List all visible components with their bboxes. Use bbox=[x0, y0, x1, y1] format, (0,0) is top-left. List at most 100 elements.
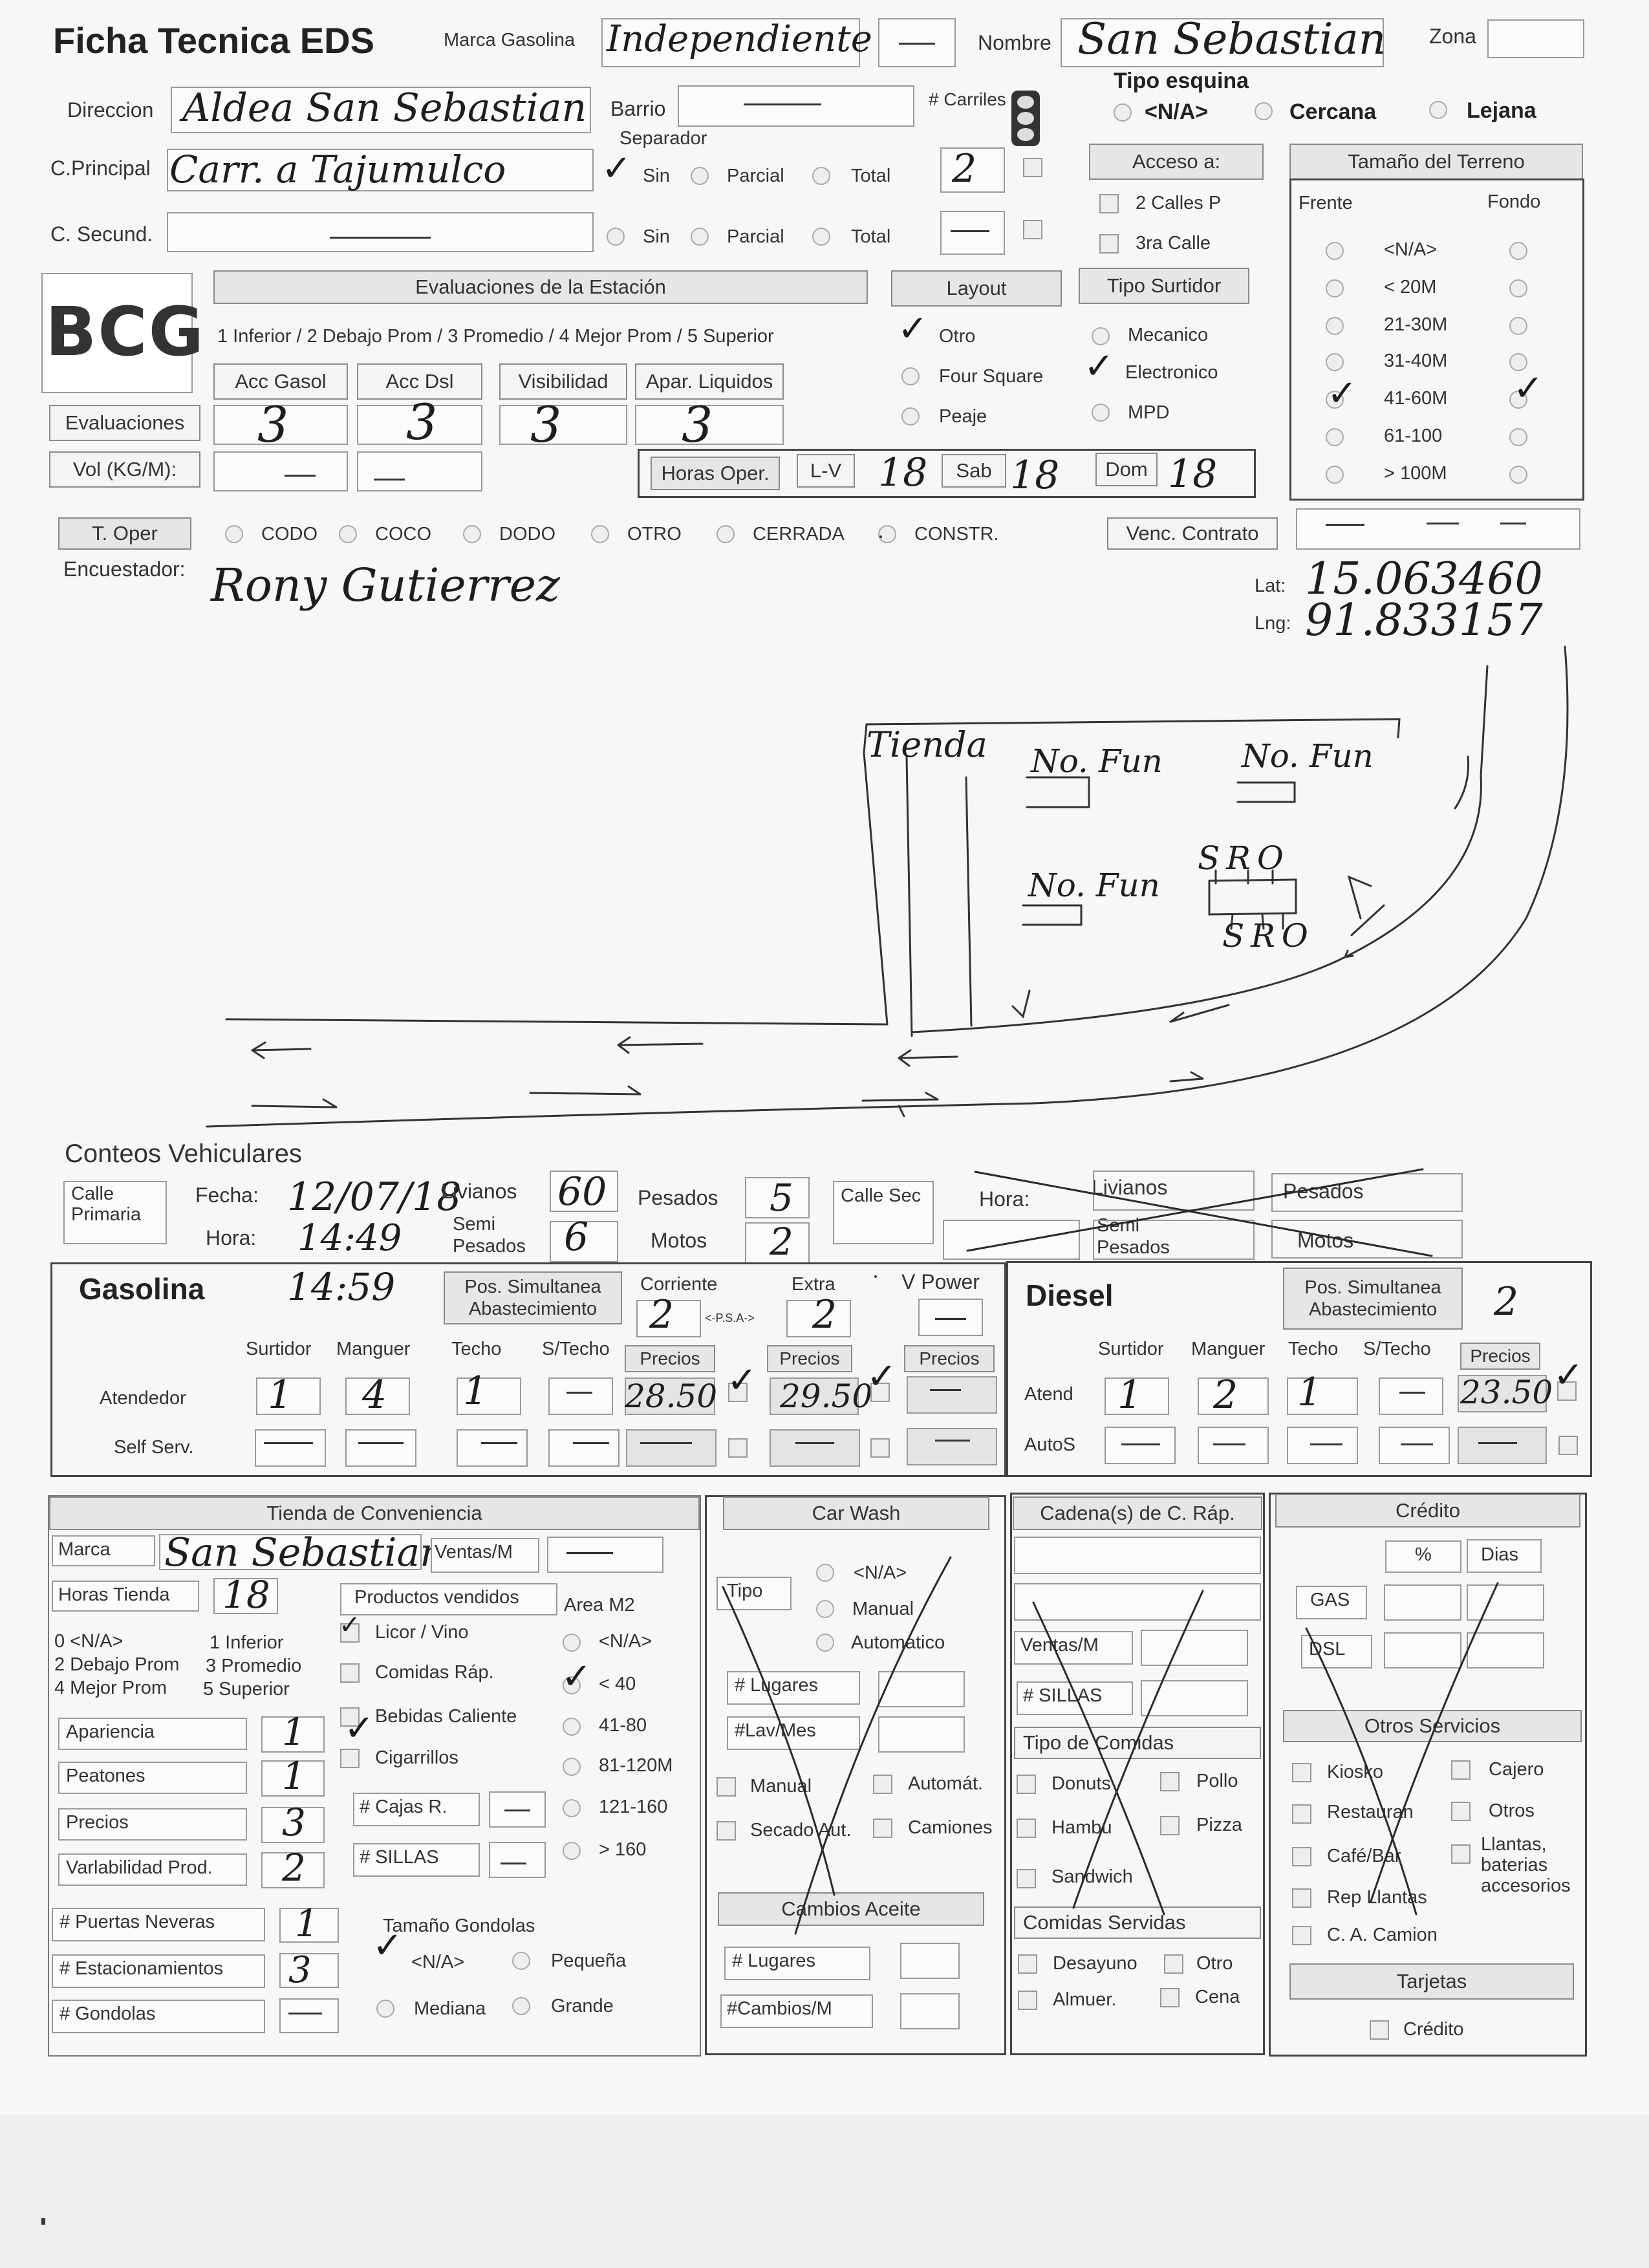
credito-dsl-pct-field[interactable] bbox=[1384, 1632, 1461, 1669]
gas-vpower-field[interactable] bbox=[918, 1299, 983, 1336]
tienda-marca-field[interactable] bbox=[159, 1534, 422, 1570]
producto-1-check[interactable] bbox=[340, 1663, 360, 1683]
gas-corriente-field[interactable] bbox=[636, 1300, 701, 1337]
principal-field[interactable] bbox=[167, 149, 594, 191]
barrio-field[interactable] bbox=[678, 85, 914, 127]
tamano-pequena-radio[interactable] bbox=[512, 1952, 530, 1970]
vol-field-1[interactable] bbox=[213, 451, 348, 491]
gas-at-techo-field[interactable] bbox=[457, 1377, 521, 1415]
sec-pesados-field[interactable] bbox=[1271, 1173, 1463, 1212]
tienda-horas-field[interactable] bbox=[213, 1578, 278, 1614]
sec-carriles-check[interactable] bbox=[1023, 220, 1042, 239]
terreno-frente-1-radio[interactable] bbox=[1326, 279, 1344, 297]
tamano-grande-radio[interactable] bbox=[512, 1997, 530, 2015]
area-5-radio[interactable] bbox=[563, 1842, 581, 1860]
carriles-field[interactable] bbox=[940, 147, 1005, 193]
toper-5-radio[interactable] bbox=[878, 525, 896, 543]
livianos-field[interactable] bbox=[550, 1171, 618, 1212]
toper-3-radio[interactable] bbox=[591, 525, 609, 543]
area-2-radio[interactable] bbox=[563, 1718, 581, 1736]
dsl-at-surtidor-field[interactable] bbox=[1105, 1377, 1169, 1415]
nombre-field[interactable] bbox=[1061, 18, 1384, 67]
terreno-fondo-1-radio[interactable] bbox=[1509, 279, 1527, 297]
sec-motos-field[interactable] bbox=[1271, 1220, 1463, 1258]
gas-extra-field[interactable] bbox=[786, 1300, 851, 1337]
tienda-row-2-field[interactable] bbox=[261, 1807, 325, 1843]
otros-restauran-check[interactable] bbox=[1292, 1804, 1311, 1824]
tienda-row-0-field[interactable] bbox=[261, 1716, 325, 1753]
esquina-na-radio[interactable] bbox=[1114, 103, 1132, 122]
area-4-radio[interactable] bbox=[563, 1799, 581, 1817]
otros-repllantas-check[interactable] bbox=[1292, 1888, 1311, 1908]
gas-precio-extra-field[interactable] bbox=[770, 1377, 859, 1415]
area-0-radio[interactable] bbox=[563, 1634, 581, 1652]
gas-at-stecho-field[interactable] bbox=[548, 1377, 613, 1415]
tienda-ventas-field[interactable] bbox=[547, 1537, 663, 1573]
gas-precio-corriente-field[interactable] bbox=[625, 1377, 715, 1415]
dsl-self-techo[interactable] bbox=[1287, 1427, 1358, 1464]
dsl-at-stecho-field[interactable] bbox=[1379, 1377, 1443, 1415]
cw-lugares-field[interactable] bbox=[878, 1671, 965, 1707]
terreno-fondo-5-radio[interactable] bbox=[1509, 428, 1527, 446]
sec-sin-radio[interactable] bbox=[607, 228, 625, 246]
otros-otros-check[interactable] bbox=[1451, 1802, 1471, 1821]
credito-dsl-dias-field[interactable] bbox=[1467, 1632, 1544, 1669]
otros-cajero-check[interactable] bbox=[1451, 1760, 1471, 1780]
esquina-cercana-radio[interactable] bbox=[1255, 102, 1273, 120]
gas-self-techo[interactable] bbox=[457, 1429, 528, 1467]
cadena-pizza-check[interactable] bbox=[1160, 1816, 1180, 1835]
dsl-self-stecho[interactable] bbox=[1379, 1427, 1450, 1464]
toper-4-radio[interactable] bbox=[717, 525, 735, 543]
cadena-desayuno-check[interactable] bbox=[1018, 1954, 1037, 1974]
gas-self-precio-2[interactable] bbox=[770, 1429, 860, 1467]
terreno-frente-2-radio[interactable] bbox=[1326, 317, 1344, 335]
semi-field[interactable] bbox=[550, 1221, 618, 1262]
terreno-fondo-3-radio[interactable] bbox=[1509, 353, 1527, 371]
area-1-radio[interactable] bbox=[563, 1676, 581, 1694]
esquina-lejana-radio[interactable] bbox=[1429, 101, 1447, 119]
eval-acc-gasol-field[interactable] bbox=[213, 405, 348, 445]
dsl-at-manguer-field[interactable] bbox=[1198, 1377, 1269, 1415]
cadena-pollo-check[interactable] bbox=[1160, 1772, 1180, 1791]
gas-precio-vpower-field[interactable] bbox=[907, 1376, 997, 1414]
otros-kiosko-check[interactable] bbox=[1292, 1763, 1311, 1782]
sec-carriles-field[interactable] bbox=[940, 211, 1005, 255]
tienda-row-1-field[interactable] bbox=[261, 1760, 325, 1797]
dsl-self-precio[interactable] bbox=[1458, 1427, 1547, 1464]
terreno-frente-3-radio[interactable] bbox=[1326, 353, 1344, 371]
terreno-fondo-4-radio[interactable] bbox=[1509, 391, 1527, 409]
otros-llantas-check[interactable] bbox=[1451, 1844, 1471, 1864]
otros-cafe-check[interactable] bbox=[1292, 1847, 1311, 1866]
acceso-2calles-check[interactable] bbox=[1099, 194, 1119, 213]
cadena-donuts-check[interactable] bbox=[1017, 1775, 1036, 1794]
cadena-otro-check[interactable] bbox=[1164, 1954, 1183, 1974]
tienda-sillas-field[interactable] bbox=[489, 1842, 546, 1878]
dsl-self-check[interactable] bbox=[1558, 1436, 1578, 1455]
gas-self-surtidor[interactable] bbox=[255, 1429, 326, 1467]
sec-hora-field[interactable] bbox=[943, 1220, 1080, 1260]
gas-self-check-2[interactable] bbox=[870, 1438, 890, 1458]
producto-0-check[interactable] bbox=[340, 1623, 360, 1643]
cw-auto-radio[interactable] bbox=[816, 1634, 834, 1652]
dsl-at-techo-field[interactable] bbox=[1287, 1377, 1358, 1415]
terreno-fondo-2-radio[interactable] bbox=[1509, 317, 1527, 335]
gas-precio-corriente-check[interactable] bbox=[728, 1383, 748, 1402]
cadena-name-field-1[interactable] bbox=[1014, 1537, 1261, 1574]
cadena-sandwich-check[interactable] bbox=[1017, 1869, 1036, 1888]
toper-0-radio[interactable] bbox=[225, 525, 243, 543]
surtidor-mecanico-radio[interactable] bbox=[1092, 327, 1110, 345]
cw-lav-field[interactable] bbox=[878, 1716, 965, 1753]
direccion-field[interactable] bbox=[171, 87, 591, 133]
toper-1-radio[interactable] bbox=[339, 525, 357, 543]
marca-field[interactable] bbox=[601, 18, 860, 67]
eval-visibilidad-field[interactable] bbox=[499, 405, 627, 445]
cw-na-radio[interactable] bbox=[816, 1564, 834, 1582]
gas-precio-extra-check[interactable] bbox=[870, 1383, 890, 1402]
dsl-self-surtidor[interactable] bbox=[1105, 1427, 1176, 1464]
cw-automat-check[interactable] bbox=[873, 1775, 892, 1794]
dsl-self-manguer[interactable] bbox=[1198, 1427, 1269, 1464]
gondolas-field[interactable] bbox=[279, 1998, 339, 2033]
sec-parcial-radio[interactable] bbox=[691, 228, 709, 246]
gas-self-stecho[interactable] bbox=[548, 1429, 620, 1467]
toper-2-radio[interactable] bbox=[463, 525, 481, 543]
